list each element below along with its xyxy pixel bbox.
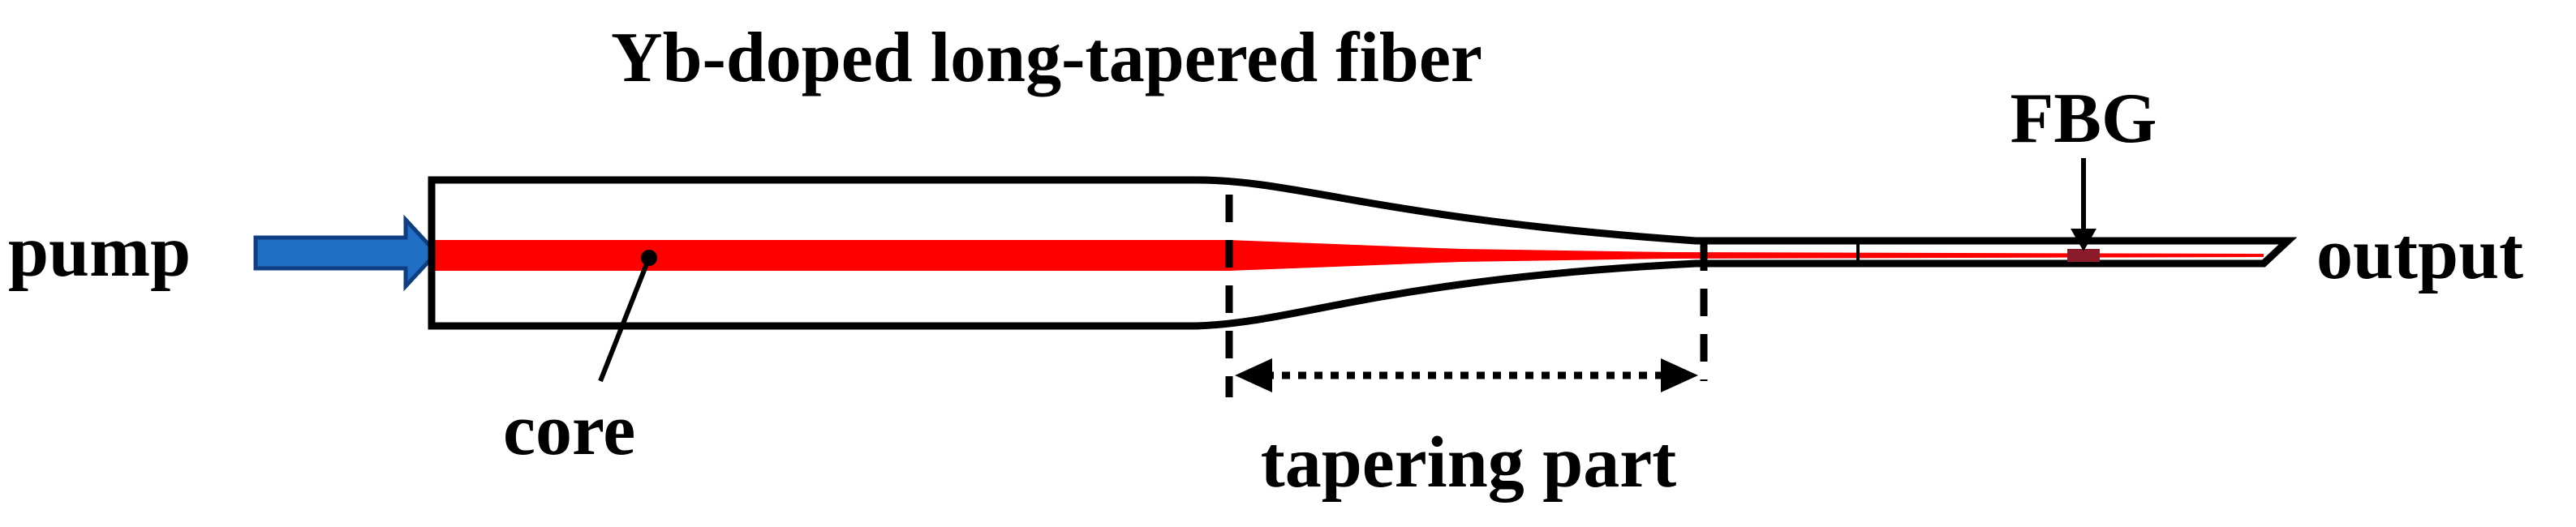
fiber-core — [435, 240, 2264, 271]
tapering-part-label: tapering part — [1261, 422, 1676, 503]
pump-label: pump — [8, 212, 191, 292]
core-pointer-line — [598, 256, 652, 383]
diagram-title: Yb-doped long-tapered fiber — [611, 19, 1482, 97]
tapering-arrowhead-left — [1235, 358, 1272, 392]
tapering-arrowhead-right — [1661, 358, 1698, 392]
core-label: core — [503, 390, 635, 470]
output-label: output — [2316, 214, 2523, 294]
core-pointer-dot — [641, 250, 657, 266]
pump-arrow-icon — [253, 214, 440, 292]
fbg-label: FBG — [2010, 79, 2157, 158]
fbg-pointer-arrowhead — [2071, 229, 2096, 251]
fiber-cladding-outline — [428, 176, 2298, 330]
fbg-grating-mark — [2067, 249, 2100, 262]
